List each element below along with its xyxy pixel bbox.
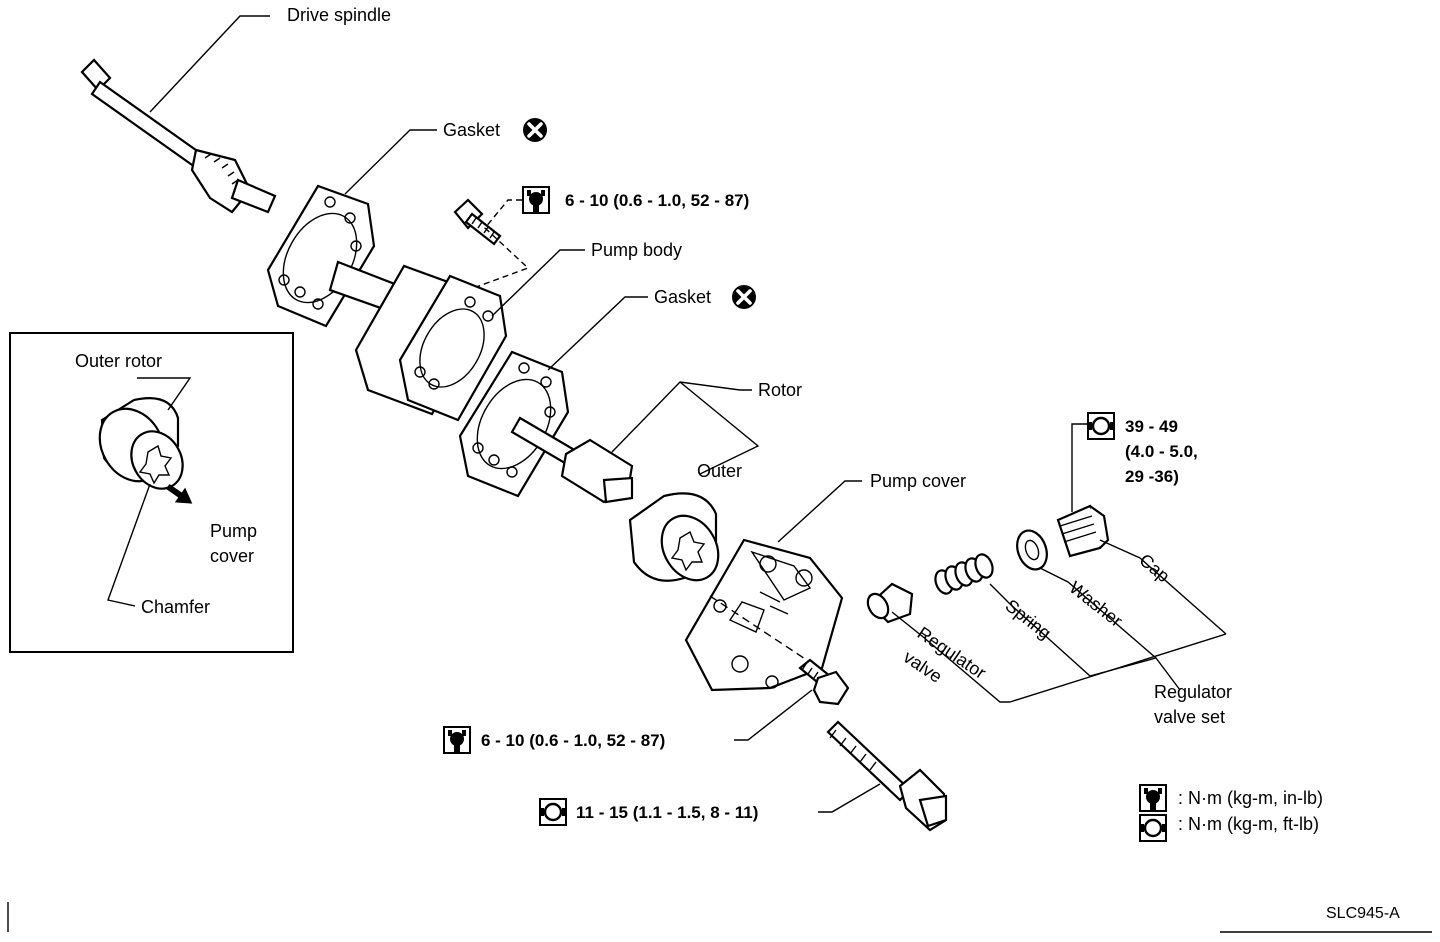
regulator-valve-set-label-1: Regulator: [1154, 682, 1232, 702]
upper-bolt-torque: 6 - 10 (0.6 - 1.0, 52 - 87): [565, 191, 749, 210]
pump-cover-label: Pump cover: [870, 471, 966, 491]
do-not-reuse-icon: [521, 116, 549, 144]
outer-label: Outer: [697, 461, 742, 481]
gasket-upper-label: Gasket: [443, 120, 500, 140]
torque-socket-icon: [1138, 813, 1168, 843]
washer-label: Washer: [1066, 577, 1127, 631]
lower-gasket: Gasket: [458, 283, 758, 498]
torque-wrench-icon: [522, 186, 550, 214]
cap-torque-line2: (4.0 - 5.0,: [1125, 442, 1198, 461]
inset-pump-cover-label-1: Pump: [210, 521, 257, 541]
torque-wrench-icon: [443, 726, 471, 754]
inset-pump-cover-label-2: cover: [210, 546, 254, 566]
rotor-label: Rotor: [758, 380, 802, 400]
legend-ft-lb: : N·m (kg-m, ft-lb): [1178, 814, 1319, 834]
regulator-valve-set: Regulator valve set: [1009, 633, 1232, 727]
torque-wrench-icon: [1139, 784, 1167, 812]
inset-outer-rotor-label: Outer rotor: [75, 351, 162, 371]
cover-bolt-small: 6 - 10 (0.6 - 1.0, 52 - 87): [443, 658, 850, 754]
torque-socket-icon: [538, 797, 568, 827]
upper-gasket: Gasket: [266, 116, 549, 328]
regulator-valve: Regulator valve: [866, 582, 1010, 703]
cap-label: Cap: [1135, 550, 1173, 587]
do-not-reuse-icon: [730, 283, 758, 311]
legend: : N·m (kg-m, in-lb) : N·m (kg-m, ft-lb): [1138, 784, 1323, 843]
inset-panel: Outer rotor Pump cover Chamfer: [9, 332, 294, 653]
cover-bolt-large-torque: 11 - 15 (1.1 - 1.5, 8 - 11): [576, 803, 758, 822]
pump-cover: Pump cover: [684, 471, 966, 692]
drive-spindle: Drive spindle: [80, 5, 391, 214]
gasket-lower-label: Gasket: [654, 287, 711, 307]
figure-code: SLC945-A: [1326, 905, 1400, 922]
legend-in-lb: : N·m (kg-m, in-lb): [1178, 788, 1323, 808]
outer-rotor: Outer: [628, 461, 742, 582]
cap-torque-line3: 29 -36): [1125, 467, 1179, 486]
inset-frame: [9, 332, 294, 653]
spring-label: Spring: [1002, 595, 1055, 643]
torque-socket-icon: [1086, 411, 1116, 441]
pump-body: Pump body: [328, 240, 682, 422]
inset-chamfer-label: Chamfer: [141, 597, 210, 617]
pump-body-label: Pump body: [591, 240, 682, 260]
rotor-shaft: Rotor: [510, 380, 802, 504]
cap-torque-line1: 39 - 49: [1125, 417, 1178, 436]
cover-bolt-small-torque: 6 - 10 (0.6 - 1.0, 52 - 87): [481, 731, 665, 750]
upper-bolt: 6 - 10 (0.6 - 1.0, 52 - 87): [453, 186, 749, 291]
drive-spindle-label: Drive spindle: [287, 5, 391, 25]
regulator-valve-set-label-2: valve set: [1154, 707, 1225, 727]
inset-outer-rotor: [98, 397, 193, 504]
cover-bolt-large: 11 - 15 (1.1 - 1.5, 8 - 11): [538, 720, 948, 832]
